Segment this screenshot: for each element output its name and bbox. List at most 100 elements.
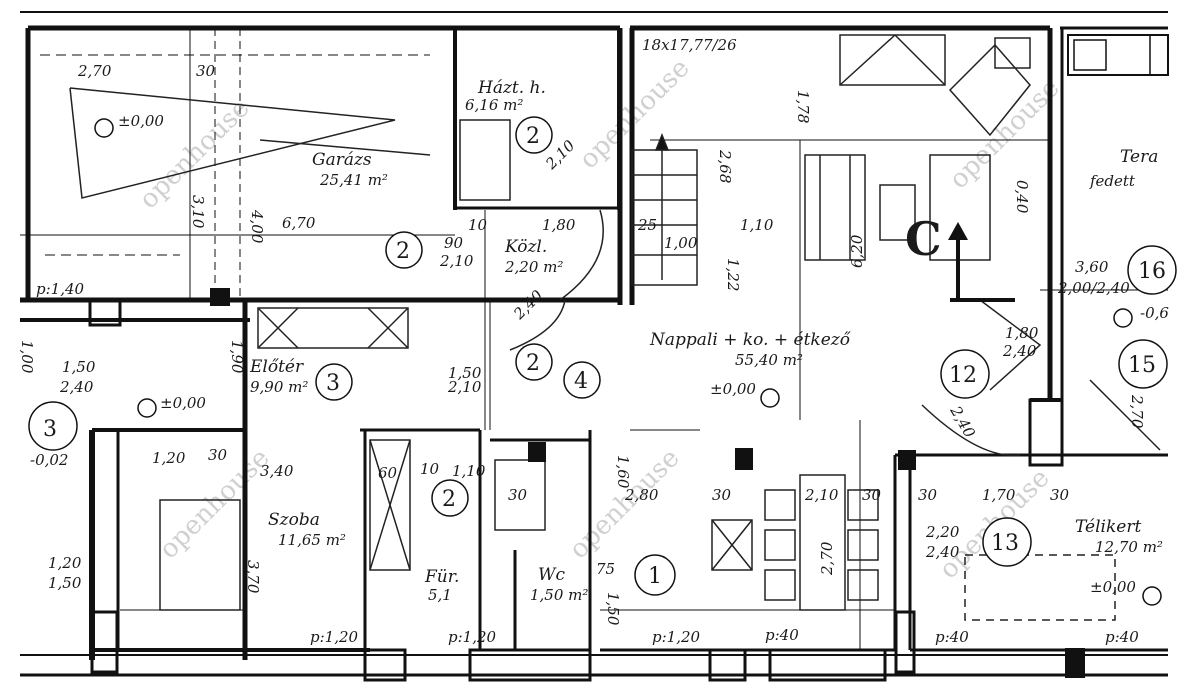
dimension: 1,70 [982, 486, 1016, 504]
room-name-terrace: Tera [1120, 147, 1158, 167]
walls [20, 11, 1169, 682]
dimension: 4,00 [248, 209, 266, 244]
room-name-hall: Előtér [249, 357, 304, 377]
dimension: 30 [1050, 486, 1070, 504]
dimension: 2,00/2,40 [1057, 279, 1130, 297]
dimension: 1,80 [542, 216, 576, 234]
dimension: 30 [862, 486, 882, 504]
circle-number: 4 [574, 369, 588, 394]
dimension: p:1,40 [36, 280, 85, 298]
dimension: 18x17,77/26 [642, 36, 737, 54]
room-name-corridor: Közl. [504, 237, 547, 257]
dimension: p:1,20 [448, 628, 497, 646]
room-name-garage: Garázs [312, 150, 372, 170]
room-area-hall: 9,90 m² [250, 378, 308, 396]
room-name-living: Nappali + ko. + étkező [649, 330, 851, 350]
dimension: 1,20 [152, 449, 186, 467]
dimension: p:1,20 [310, 628, 359, 646]
dimension: 2,40 [946, 402, 979, 441]
dimension: 1,10 [740, 216, 774, 234]
dimension: 10 [420, 460, 440, 478]
dimension: 30 [712, 486, 732, 504]
numbered-circles [28, 116, 1177, 596]
dimension: 2,40 [59, 378, 94, 396]
room-name-utility: Házt. h. [477, 78, 546, 98]
dimension: 1,50 [62, 358, 96, 376]
dimension: 1,50 [48, 574, 82, 592]
watermark: openhouse [574, 53, 696, 175]
dimension: p:1,20 [652, 628, 701, 646]
dimension: 2,40 [509, 286, 546, 323]
dimension: 2,68 [716, 149, 734, 183]
room-sub-terrace: fedett [1089, 172, 1136, 190]
dimension: 2,10 [804, 486, 839, 504]
circle-number: 2 [396, 239, 410, 264]
level-label: ±0,00 [1090, 578, 1136, 596]
room-labels: Garázs 25,41 m² Házt. h. 6,16 m² Közl. 2… [249, 78, 1163, 604]
room-name-bath: Für. [424, 567, 459, 587]
dimension: 3,40 [260, 462, 294, 480]
circle-number: 13 [991, 531, 1019, 556]
circle-number: 3 [326, 371, 340, 396]
room-name-wintergarden: Télikert [1075, 517, 1141, 537]
dimension: 1,50 [448, 364, 482, 382]
room-area-corridor: 2,20 m² [504, 258, 563, 276]
circle-number: 3 [43, 417, 57, 442]
hatched-columns [210, 288, 1085, 678]
level-label: -0,6 [1140, 304, 1169, 322]
dimension: 1,60 [614, 455, 632, 489]
dimension: p:40 [765, 626, 799, 644]
room-area-living: 55,40 m² [735, 351, 803, 369]
level-label: ±0,00 [710, 380, 756, 398]
dimension: 30 [208, 446, 228, 464]
dimension: p:40 [935, 628, 969, 646]
circle-numbers: 2 2 2 2 3 3 4 1 12 13 15 16 [43, 124, 1166, 589]
dimension: 1,50 [604, 592, 622, 626]
room-area-garage: 25,41 m² [319, 171, 388, 189]
room-area-wintergarden: 12,70 m² [1095, 538, 1163, 556]
watermark: openhouse [944, 73, 1066, 195]
circle-number: 12 [949, 363, 977, 388]
watermarks: openhouse openhouse openhouse openhouse … [134, 53, 1066, 585]
dimension: 10 [468, 216, 488, 234]
room-area-room: 11,65 m² [278, 531, 346, 549]
dimension: 30 [508, 486, 528, 504]
circle-number: 16 [1138, 259, 1166, 284]
dimension: 2,10 [447, 378, 482, 396]
room-name-room: Szoba [268, 510, 320, 530]
dimension: p:40 [1105, 628, 1139, 646]
circle-number: 2 [526, 351, 540, 376]
dimension: 25 [637, 216, 657, 234]
dimension: 2,20 [925, 523, 960, 541]
dimension: 1,00 [18, 340, 36, 374]
room-area-wc: 1,50 m² [530, 586, 588, 604]
circle-number: 15 [1128, 353, 1156, 378]
dimension: 2,10 [439, 252, 474, 270]
dimension: 3,10 [189, 195, 207, 229]
room-area-utility: 6,16 m² [465, 96, 523, 114]
dimension: 75 [596, 560, 615, 578]
dimension: 2,40 [925, 543, 960, 561]
dimension: 90 [444, 234, 464, 252]
dimension: 60 [378, 464, 398, 482]
dimension: 2,70 [77, 62, 112, 80]
circle-number: 2 [526, 124, 540, 149]
circle-number: 1 [648, 564, 662, 589]
dimension: 1,20 [48, 554, 82, 572]
dimension: 6,70 [282, 214, 316, 232]
level-label: ±0,00 [118, 112, 164, 130]
section-marker: C [905, 212, 1015, 302]
dimension: 30 [918, 486, 938, 504]
dimension: 1,90 [228, 340, 246, 374]
dimension: 2,70 [1128, 394, 1146, 429]
dimension: 1,10 [452, 462, 486, 480]
dimension: 2,70 [818, 541, 836, 576]
dimension: 1,80 [1005, 324, 1039, 342]
dimension: 2,40 [1002, 342, 1037, 360]
dimension: 3,60 [1075, 258, 1109, 276]
dimension: 1,00 [664, 234, 698, 252]
dimension: 2,80 [624, 486, 659, 504]
section-letter: C [905, 212, 942, 266]
dimension: 1,78 [794, 90, 812, 123]
